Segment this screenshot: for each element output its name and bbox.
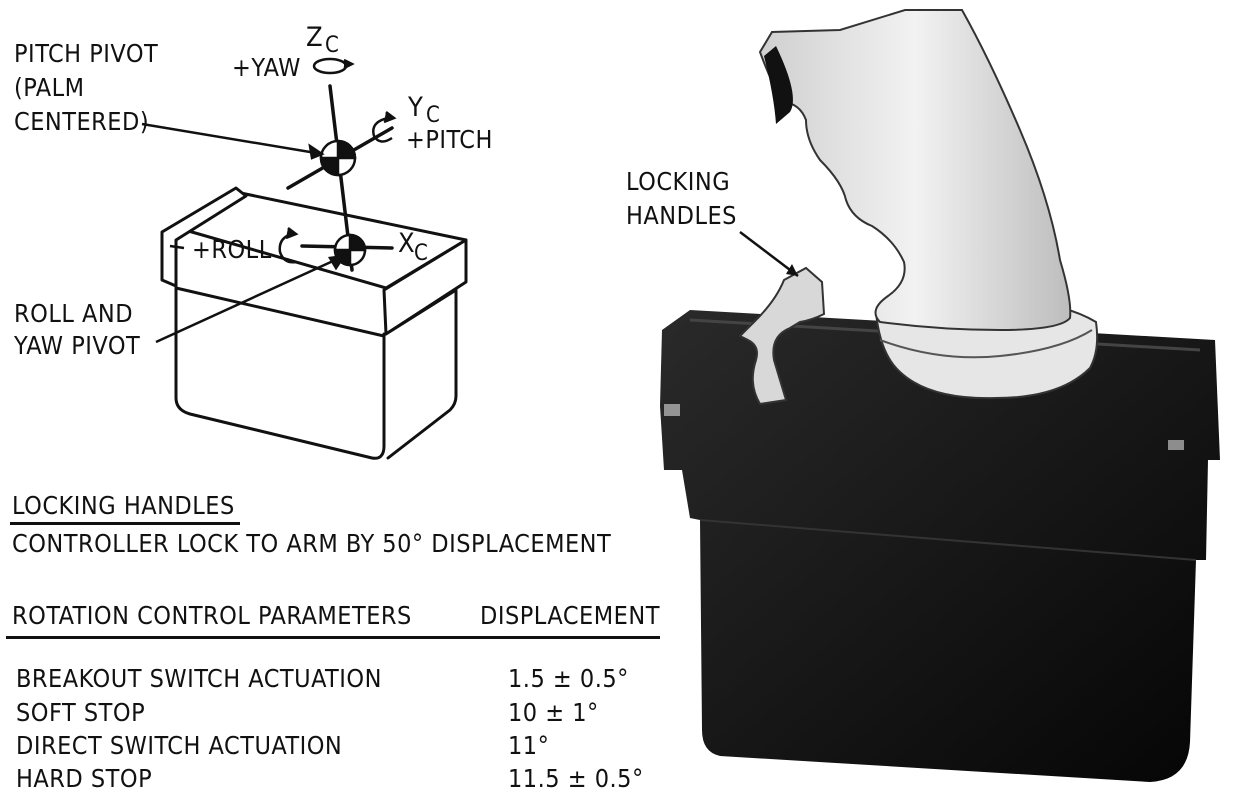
box-side-face — [384, 288, 458, 460]
parameter-value: 1.5 ± 0.5° — [508, 664, 629, 693]
photo-locking-handle — [738, 266, 826, 406]
parameters-header-parameter: ROTATION CONTROL PARAMETERS — [12, 601, 412, 630]
z-axis-subscript: C — [325, 33, 340, 58]
roll-axis-label: +ROLL — [192, 235, 272, 264]
roll-label-tick — [169, 244, 185, 250]
locking-handles-description: CONTROLLER LOCK TO ARM BY 50° DISPLACEME… — [12, 529, 612, 558]
controller-box-drawing — [160, 186, 468, 460]
pitch-rotation-arrow — [372, 111, 397, 143]
roll-yaw-pivot-label-line1: ROLL AND — [14, 299, 134, 328]
parameters-header-value: DISPLACEMENT — [480, 601, 660, 630]
roll-yaw-pivot-leader — [155, 254, 345, 344]
parameter-value: 10 ± 1° — [508, 698, 599, 727]
parameter-name: HARD STOP — [16, 764, 153, 793]
pitch-pivot-leader — [141, 122, 323, 156]
parameters-header-rule — [6, 636, 660, 639]
box-right-rail — [382, 238, 468, 336]
locking-handles-callout-line1: LOCKING — [626, 167, 731, 196]
photo-callout-leader — [739, 231, 799, 277]
photo-hand-grip — [758, 9, 1072, 332]
table-row: BREAKOUT SWITCH ACTUATION 1.5 ± 0.5° — [16, 662, 656, 695]
parameter-name: DIRECT SWITCH ACTUATION — [16, 731, 343, 760]
table-row: DIRECT SWITCH ACTUATION 11° — [16, 729, 656, 762]
pitch-pivot-ball — [319, 139, 357, 177]
x-axis-label: X — [398, 228, 416, 259]
locking-handles-callout-line2: HANDLES — [626, 201, 737, 230]
pitch-axis-label: +PITCH — [406, 125, 493, 154]
parameter-name: BREAKOUT SWITCH ACTUATION — [16, 664, 382, 693]
leader-lines — [141, 122, 347, 344]
photo-housing — [660, 310, 1220, 782]
roll-rotation-arrow — [278, 227, 299, 264]
controller-photo — [660, 9, 1220, 782]
y-axis-label: Y — [408, 92, 424, 123]
y-axis-subscript: C — [426, 103, 441, 128]
z-axis-label: Z — [306, 22, 324, 53]
parameter-value: 11° — [508, 731, 550, 760]
table-row: HARD STOP 11.5 ± 0.5° — [16, 762, 656, 795]
locking-handles-heading: LOCKING HANDLES — [12, 491, 235, 520]
table-row: SOFT STOP 10 ± 1° — [16, 696, 656, 729]
pitch-pivot-label-line1: PITCH PIVOT — [14, 39, 159, 68]
box-front-face — [174, 284, 386, 460]
box-left-rail — [160, 186, 248, 288]
pitch-pivot-label-line3: CENTERED) — [14, 107, 150, 136]
parameter-name: SOFT STOP — [16, 698, 146, 727]
yaw-axis-label: +YAW — [232, 53, 301, 82]
yaw-rotation-arrow — [312, 57, 355, 75]
locking-handles-underline — [10, 522, 240, 525]
x-axis-subscript: C — [414, 241, 429, 266]
roll-yaw-pivot-label-line2: YAW PIVOT — [14, 331, 141, 360]
parameter-value: 11.5 ± 0.5° — [508, 764, 644, 793]
pitch-pivot-label-line2: (PALM — [14, 73, 85, 102]
photo-grip-finger-slot — [764, 46, 793, 124]
